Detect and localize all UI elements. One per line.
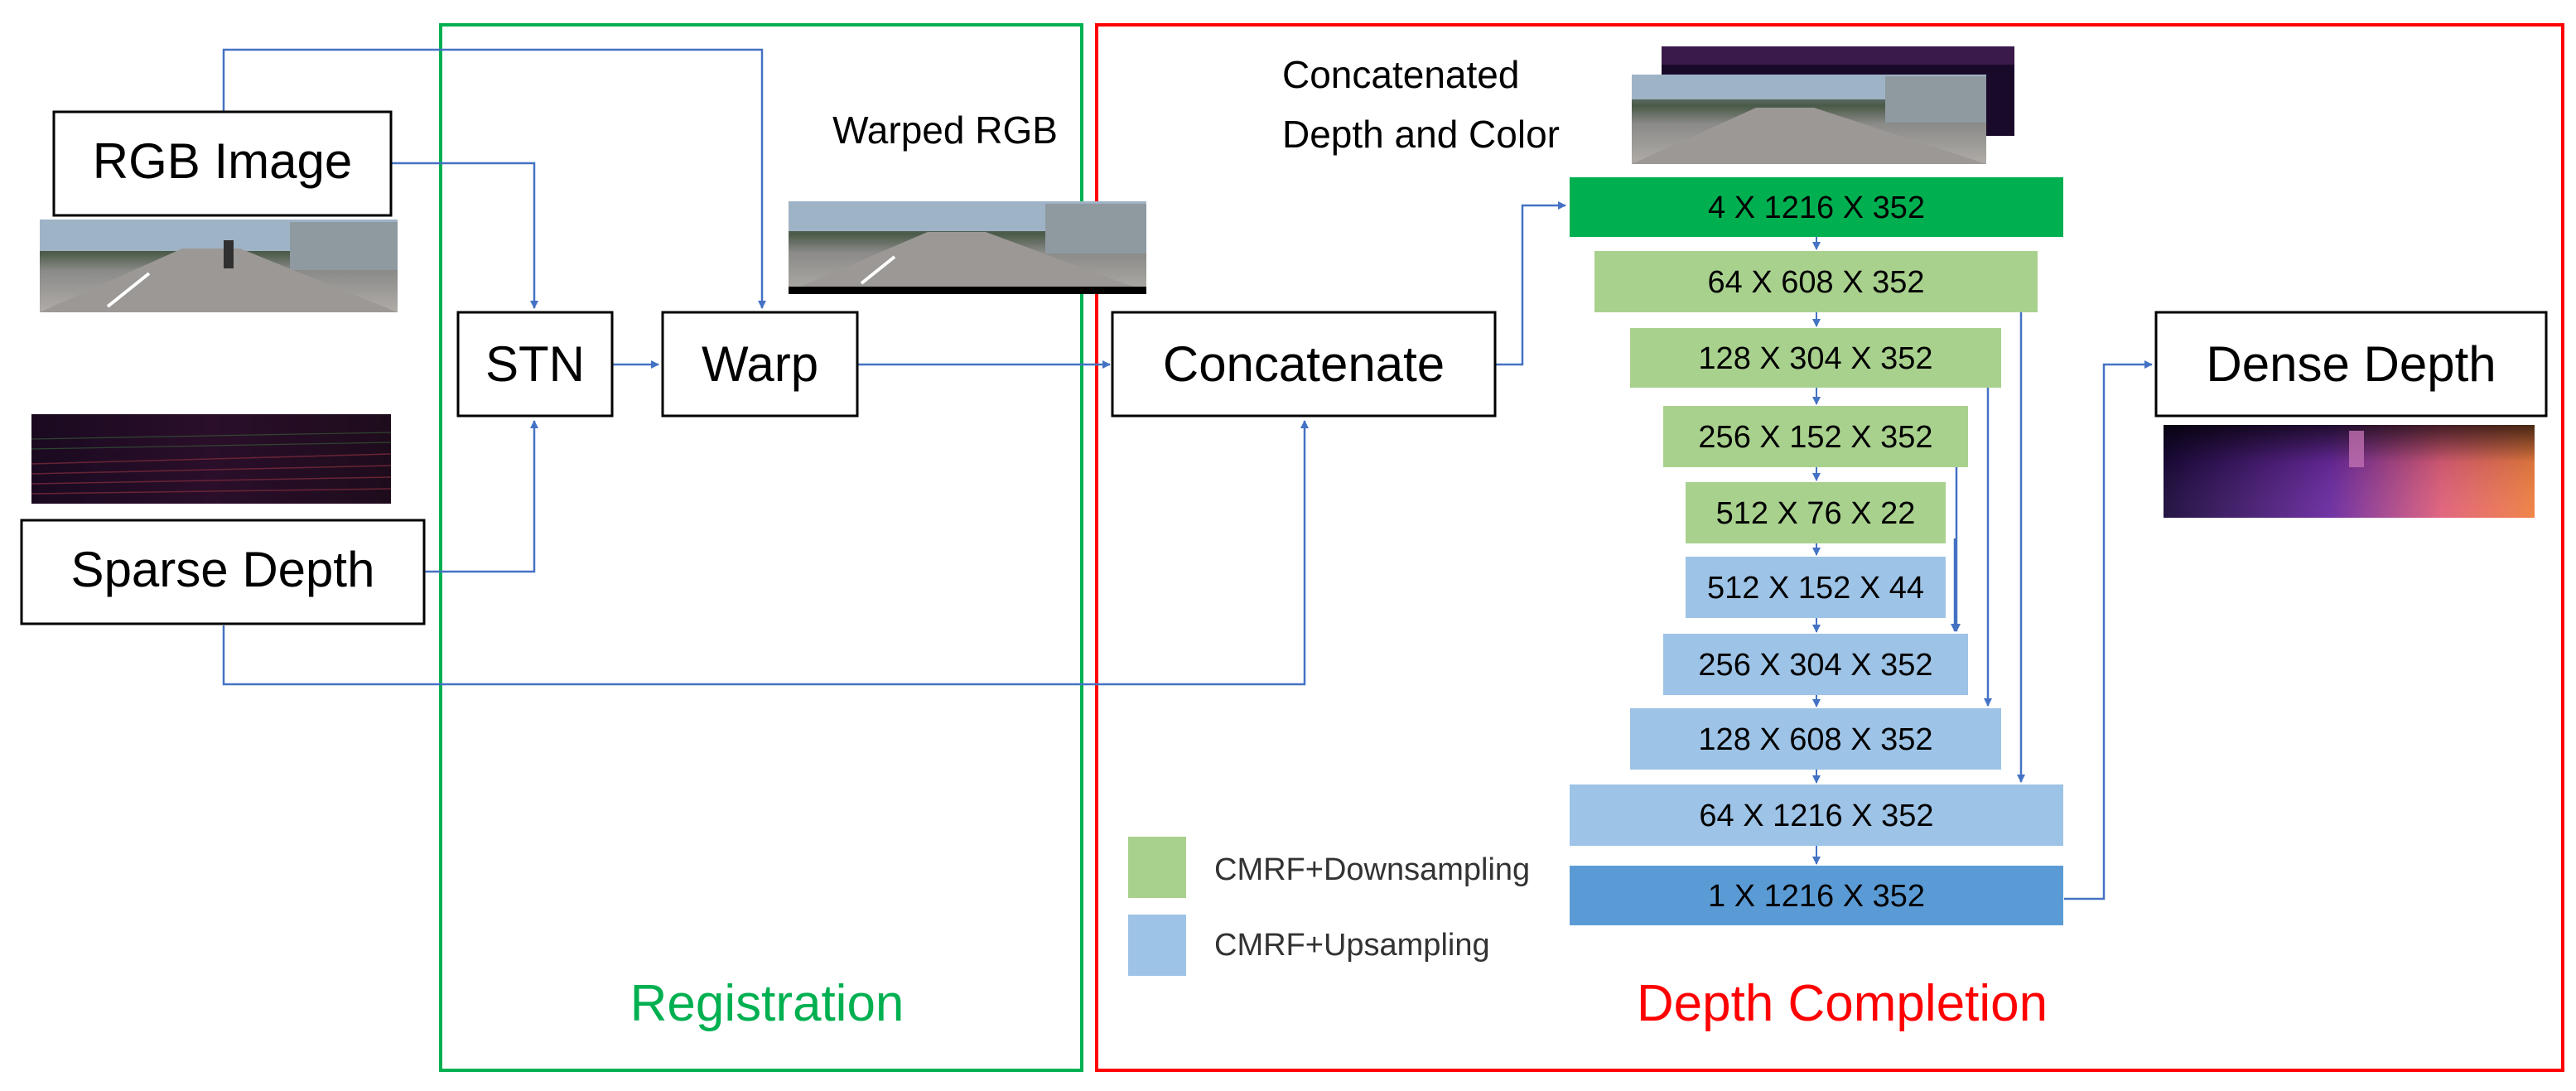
layer-block: 128 X 304 X 352 [1630,328,2001,388]
layer-block: 512 X 76 X 22 [1686,482,1946,543]
layer-label: 128 X 304 X 352 [1698,341,1932,376]
layer-block: 256 X 304 X 352 [1663,634,1968,695]
layer-block-fill [1570,177,2063,237]
legend-up-label: CMRF+Upsampling [1214,928,1490,963]
depth-completion-label: Depth Completion [1637,975,2048,1032]
concatenated-thumbnail [1632,46,2014,164]
layer-label: 256 X 304 X 352 [1698,648,1932,683]
legend-down-label: CMRF+Downsampling [1214,852,1530,887]
layer-label: 64 X 1216 X 352 [1699,799,1933,833]
arrow-rgb-to-stn [391,162,538,309]
stn-label: STN [485,336,585,392]
arrow-sparse-to-concat [222,420,1309,686]
layer-block-fill [1686,557,1946,618]
warp-node: Warp [661,311,859,418]
layer-block-fill [1594,251,2038,312]
layer-label: 512 X 76 X 22 [1716,496,1916,531]
layer-block-fill [1630,328,2001,388]
concatenated-caption-line2: Depth and Color [1282,113,1560,156]
layer-label: 64 X 608 X 352 [1708,265,1925,300]
layer-block-fill [1630,708,2001,770]
layer-block-fill [1686,482,1946,543]
stn-node: STN [456,311,614,418]
warp-label: Warp [702,336,818,392]
dense-depth-thumbnail [2164,425,2535,518]
layer-block: 1 X 1216 X 352 [1570,866,2063,925]
layer-label: 512 X 152 X 44 [1707,571,1924,606]
layer-block: 256 X 152 X 352 [1663,406,1968,467]
layer-block: 512 X 152 X 44 [1686,557,1946,618]
layer-label: 1 X 1216 X 352 [1708,879,1925,914]
concatenated-caption-line1: Concatenated [1282,53,1519,96]
registration-label: Registration [630,975,904,1032]
arrow-sparse-to-stn [424,420,538,573]
warped-rgb-caption: Warped RGB [832,109,1058,152]
concatenate-node: Concatenate [1111,311,1497,418]
connectors [222,48,2153,900]
dense-depth-node: Dense Depth [2154,311,2548,418]
legend-down-swatch [1128,837,1186,898]
sparse-depth-thumbnail [31,414,392,504]
arrow-concat-to-layers [1496,201,1566,366]
layer-label: 4 X 1216 X 352 [1708,191,1925,225]
registration-region [439,23,1083,1072]
layer-label: 256 X 152 X 352 [1698,420,1932,455]
sparse-depth-node: Sparse Depth [20,519,426,625]
rgb-image-label: RGB Image [93,133,352,189]
legend-up-swatch [1128,915,1186,976]
layer-block: 4 X 1216 X 352 [1570,177,2063,237]
layer-stack: 4 X 1216 X 352 64 X 608 X 352 128 X 304 X … [1570,177,2063,925]
arrow-rgb-to-warp [222,48,766,309]
layer-label: 128 X 608 X 352 [1698,722,1932,757]
legend: CMRF+Downsampling CMRF+Upsampling [1128,837,1530,976]
rgb-thumbnail [40,220,398,312]
layer-block: 128 X 608 X 352 [1630,708,2001,770]
depth-completion-region [1095,23,2564,1072]
layer-block-fill [1663,634,1968,695]
arrow-layers-to-dense [2064,360,2153,900]
rgb-image-node: RGB Image [52,110,393,217]
layer-block-fill [1663,406,1968,467]
layer-block: 64 X 608 X 352 [1594,251,2038,312]
sparse-depth-label: Sparse Depth [71,542,375,597]
layer-block-fill [1570,784,2063,846]
layer-block-fill [1570,866,2063,925]
dense-depth-label: Dense Depth [2206,336,2496,392]
concatenate-label: Concatenate [1163,336,1445,392]
warped-rgb-thumbnail [789,201,1146,294]
layer-block: 64 X 1216 X 352 [1570,784,2063,846]
